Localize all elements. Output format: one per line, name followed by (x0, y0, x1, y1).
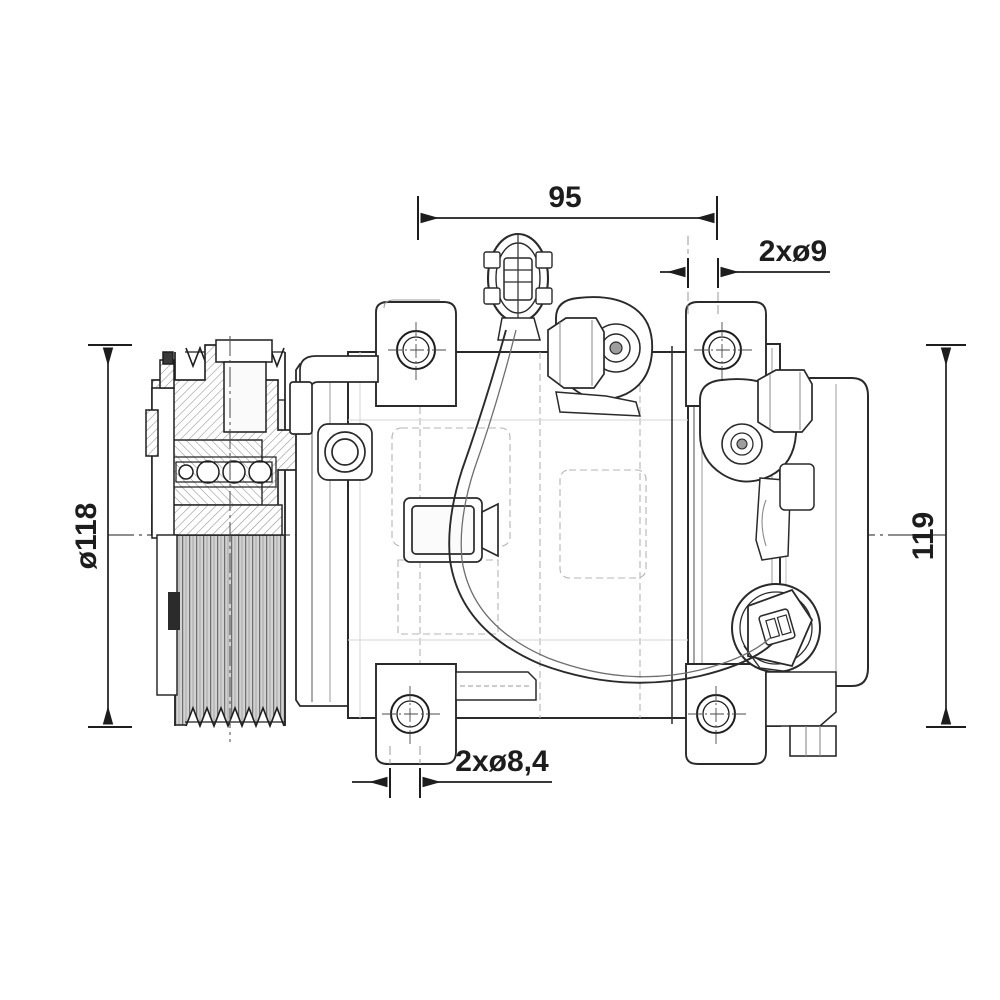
lower-right-foot (765, 671, 837, 757)
dimension-label-95: 95 (548, 181, 581, 214)
clutch-lower-bracket (156, 534, 180, 696)
mount-ear-bottom-right (685, 663, 767, 765)
pulley-clutch-assembly (145, 336, 301, 742)
dimension-width-95: 95 (417, 181, 718, 240)
connector-side[interactable] (731, 583, 821, 673)
wiring-harness (448, 329, 773, 684)
dimension-height-119: 119 (907, 344, 966, 728)
dimension-label-d118: ø118 (70, 503, 103, 570)
dimension-label-2xd9: 2xø9 (759, 235, 827, 268)
mount-ear-top-left (375, 299, 457, 407)
front-port-boss (317, 423, 373, 481)
dimension-label-119: 119 (907, 512, 940, 560)
connector-top[interactable] (483, 232, 553, 341)
control-valve-right (699, 369, 813, 561)
mid-right-boss (779, 463, 815, 511)
ports-and-valves (289, 296, 837, 757)
mount-ear-bottom-left (375, 663, 537, 765)
control-valve-upper (547, 296, 654, 417)
dimension-holes-2xd9: 2xø9 (660, 235, 830, 316)
dimension-label-2xd84: 2xø8,4 (455, 745, 549, 778)
dimension-holes-2xd84: 2xø8,4 (352, 745, 552, 798)
construction-lines (348, 352, 688, 718)
clutch-hub (215, 339, 273, 433)
center-sensor-boss (403, 497, 499, 563)
bearing-balls (178, 460, 272, 484)
field-coil-bracket (145, 351, 175, 539)
dimension-diameter-118: ø118 (70, 344, 132, 728)
mounting-bosses (375, 299, 767, 765)
suction-port-tube (289, 355, 379, 435)
